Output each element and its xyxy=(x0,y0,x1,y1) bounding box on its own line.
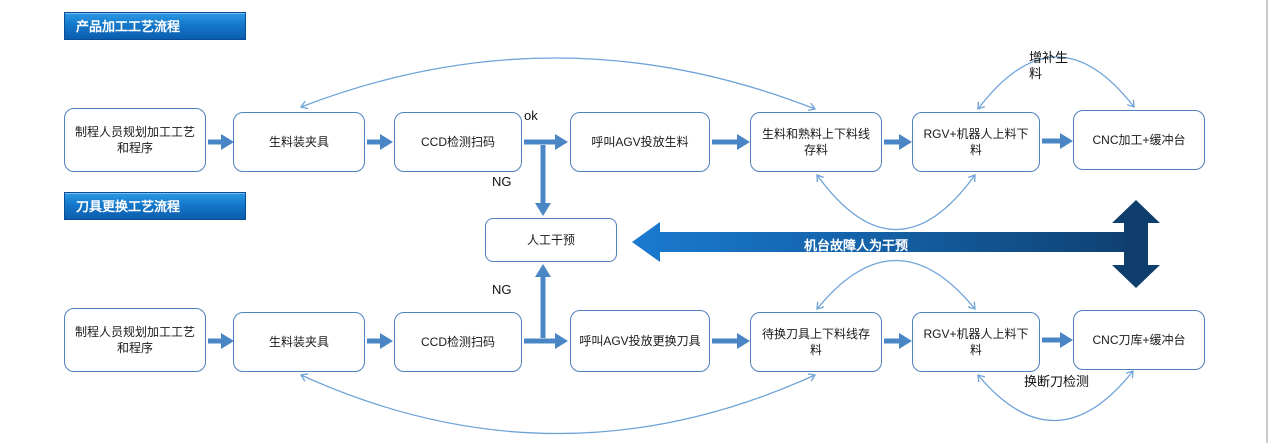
node-tool-cnc-magazine: CNC刀库+缓冲台 xyxy=(1073,310,1205,370)
product-row-connectors xyxy=(208,133,1073,150)
node-tool-plan: 制程人员规划加工工艺和程序 xyxy=(64,308,206,372)
feedback-arcs xyxy=(299,56,1135,435)
tool-row-connectors xyxy=(208,332,1073,349)
node-product-load-fixture: 生料装夹具 xyxy=(233,112,365,172)
label-replenish-material: 增补生料 xyxy=(1029,50,1069,82)
node-product-cnc: CNC加工+缓冲台 xyxy=(1073,110,1205,170)
node-product-rgv-robot: RGV+机器人上料下料 xyxy=(912,112,1040,172)
node-manual-intervention: 人工干预 xyxy=(485,218,617,262)
node-product-call-agv: 呼叫AGV投放生料 xyxy=(570,112,710,172)
node-tool-rgv-robot: RGV+机器人上料下料 xyxy=(912,312,1040,372)
node-tool-ccd-scan: CCD检测扫码 xyxy=(394,312,522,372)
node-product-plan: 制程人员规划加工工艺和程序 xyxy=(64,108,206,172)
fault-arrow xyxy=(632,200,1160,288)
node-tool-load-fixture: 生料装夹具 xyxy=(233,312,365,372)
label-machine-fault: 机台故障人为干预 xyxy=(804,238,909,253)
node-product-ccd-scan: CCD检测扫码 xyxy=(394,112,522,172)
banner-tool-flow: 刀具更换工艺流程 xyxy=(64,192,246,220)
slide-right-edge xyxy=(1266,0,1268,443)
label-ok: ok xyxy=(524,108,538,123)
label-ng-bottom: NG xyxy=(492,282,512,297)
banner-product-flow: 产品加工工艺流程 xyxy=(64,12,246,40)
label-tool-break-check: 换断刀检测 xyxy=(1024,374,1090,389)
node-tool-buffer: 待换刀具上下料线存料 xyxy=(750,312,882,372)
label-ng-top: NG xyxy=(492,174,512,189)
node-tool-call-agv: 呼叫AGV投放更换刀具 xyxy=(570,310,710,372)
node-product-material-buffer: 生料和熟料上下料线存料 xyxy=(750,112,882,172)
